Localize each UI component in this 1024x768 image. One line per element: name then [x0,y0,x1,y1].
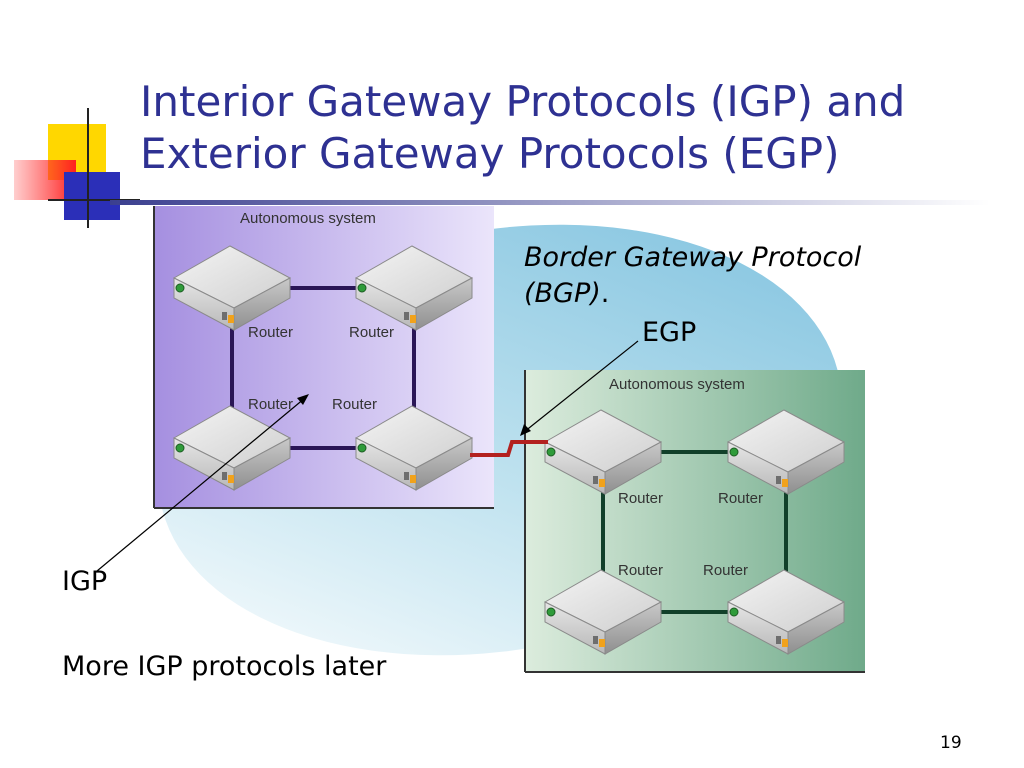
title-decoration [14,108,990,228]
as-right-label: Autonomous system [609,376,745,393]
autonomous-system-right [524,370,865,673]
router-label: Router [349,324,395,341]
bgp-abbrev: (BGP) [524,278,601,309]
page-number: 19 [940,733,962,753]
autonomous-system-left [153,206,494,509]
router-label: Router [332,396,378,413]
as-left-label: Autonomous system [240,210,376,227]
router-label: Router [248,324,294,341]
egp-pointer-arrowhead [520,424,531,436]
router-label: Router [618,490,664,507]
router-label: Router [248,396,294,413]
egp-link [470,440,548,457]
igp-pointer-line [96,397,306,572]
slide-title: Interior Gateway Protocols (IGP) and Ext… [140,76,1010,180]
router-label: Router [718,490,764,507]
igp-label: IGP [62,566,108,597]
igp-pointer-arrowhead [297,394,309,405]
title-line-1: Interior Gateway Protocols (IGP) and [140,77,906,126]
blue-square [64,172,120,220]
bgp-line-2: (BGP). [524,276,861,312]
bgp-period: . [600,278,610,309]
title-rule [110,200,990,205]
egp-label: EGP [642,317,697,348]
router-label: Router [618,562,664,579]
router-label: Router [703,562,749,579]
igp-note: More IGP protocols later [62,651,387,682]
bgp-caption: Border Gateway Protocol (BGP). [524,240,861,312]
title-line-2: Exterior Gateway Protocols (EGP) [140,129,840,178]
egp-pointer-line [523,340,639,433]
bgp-line-1: Border Gateway Protocol [524,242,862,273]
